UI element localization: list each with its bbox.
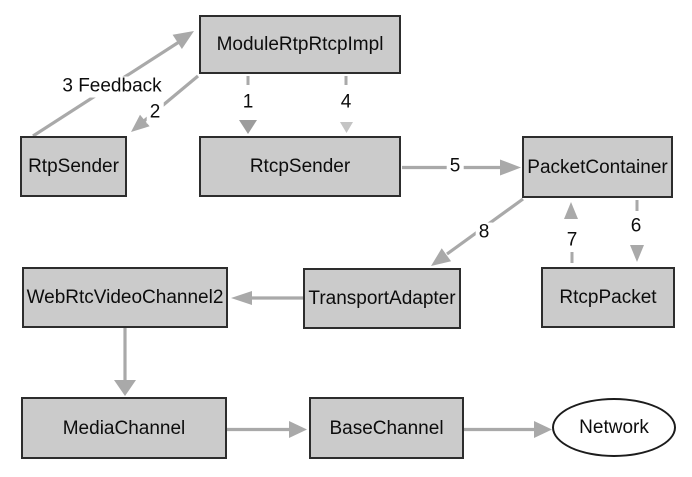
edge-video-to-media-arrowhead [114,380,136,396]
edge-7-arrowhead [564,202,578,219]
node-rtcp-sender-label: RtcpSender [249,156,351,177]
edge-6-arrowhead [630,245,644,262]
node-base-channel-label: BaseChannel [329,417,444,439]
edge-transport-to-video-arrowhead [231,291,252,305]
edge-label-2: 2 [146,102,164,124]
edge-label-feedback: 3 Feedback [59,76,165,98]
node-rtcp-packet-label: RtcpPacket [559,287,657,308]
edge-8-arrowhead [431,248,452,266]
node-network: Network [552,398,676,457]
node-media-channel: MediaChannel [21,397,227,459]
node-transport-adapter-label: TransportAdapter [308,288,456,309]
node-network-label: Network [579,417,649,438]
node-rtp-sender: RtpSender [20,136,127,197]
node-rtcp-packet: RtcpPacket [541,267,675,328]
edge-label-8: 8 [475,222,493,244]
node-module-rtp-rtcp-impl-label: ModuleRtpRtcpImpl [216,34,384,55]
node-module-rtp-rtcp-impl: ModuleRtpRtcpImpl [199,15,401,74]
edge-media-to-base-arrowhead [289,421,307,438]
edge-4-arrowhead [340,122,353,133]
node-packet-container: PacketContainer [522,136,673,198]
node-packet-container-label: PacketContainer [527,156,668,178]
edge-base-to-network-arrowhead [534,421,552,438]
node-web-rtc-video-channel2-label: WebRtcVideoChannel2 [26,287,224,308]
node-rtp-sender-label: RtpSender [28,156,119,177]
edge-label-5: 5 [446,156,464,178]
edge-1-arrowhead [239,120,257,134]
edge-label-4: 4 [337,92,355,114]
node-web-rtc-video-channel2: WebRtcVideoChannel2 [22,267,228,328]
node-base-channel: BaseChannel [309,397,464,459]
edge-feedback-arrowhead [172,31,194,49]
edge-label-7: 7 [563,230,581,252]
edge-5-arrowhead [500,159,521,176]
node-media-channel-label: MediaChannel [62,417,186,439]
node-rtcp-sender: RtcpSender [199,136,401,197]
edge-label-6: 6 [627,216,645,238]
edge-label-1: 1 [239,92,257,114]
node-transport-adapter: TransportAdapter [303,268,461,329]
edge-2-arrowhead [131,114,150,132]
